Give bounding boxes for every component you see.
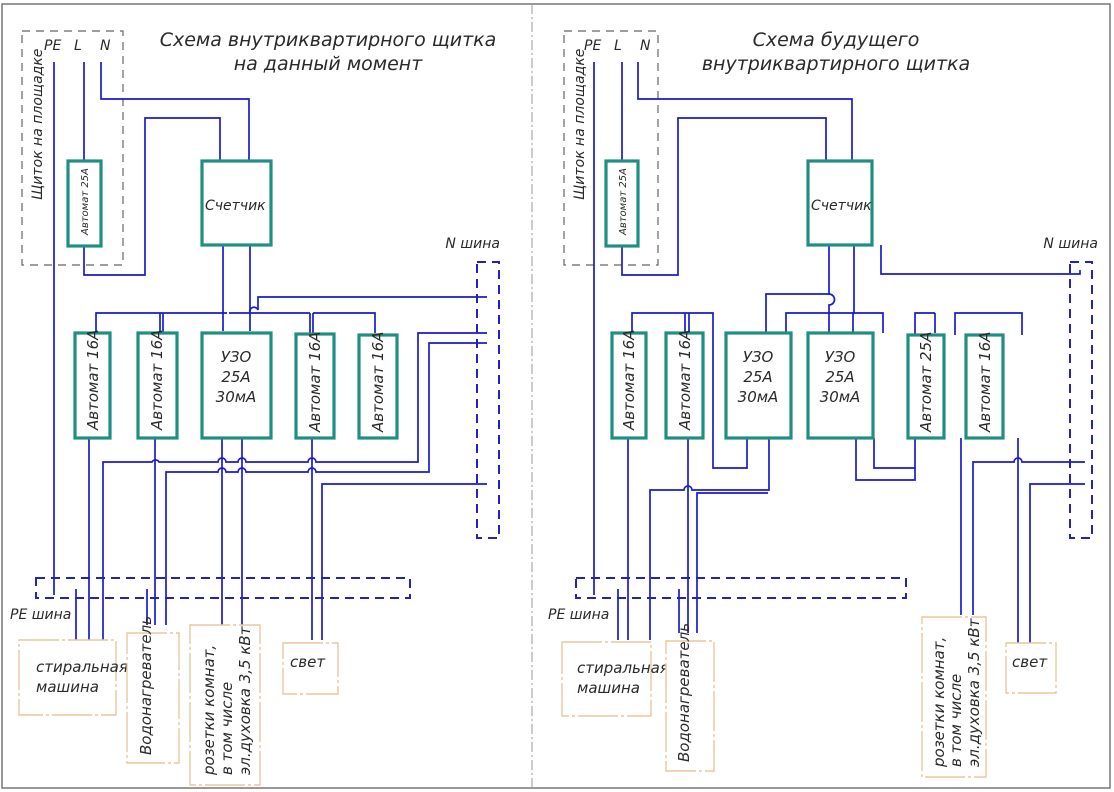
diagram-title-line1: Схема внутриквартирного щитка bbox=[160, 29, 497, 51]
meter-box bbox=[806, 159, 874, 247]
breaker-box bbox=[610, 331, 648, 440]
breaker-label: Автомат 16А bbox=[620, 330, 638, 431]
breaker-label: Автомат 16А bbox=[676, 330, 694, 431]
breaker-box bbox=[294, 332, 336, 440]
breaker-box bbox=[136, 331, 179, 440]
breaker-box bbox=[664, 331, 705, 440]
rcd-label-line: УЗО bbox=[743, 348, 774, 366]
breaker-box bbox=[357, 333, 399, 440]
rcd-label-line: 25А bbox=[221, 368, 250, 386]
terminal-pe-label: PE bbox=[44, 38, 61, 54]
load-box-sockets bbox=[921, 616, 987, 778]
meter-label: Счетчик bbox=[811, 198, 872, 214]
rcd-label-line: 25А bbox=[743, 368, 772, 386]
load-box-water-heater bbox=[126, 632, 180, 764]
diagram-current: Схема внутриквартирного щитка на данный … bbox=[10, 29, 500, 786]
load-label: свет bbox=[290, 653, 326, 671]
load-label: эл.духовка 3,5 кВт bbox=[965, 617, 983, 767]
rcd-box bbox=[806, 331, 875, 440]
n-bus-label: N шина bbox=[445, 236, 500, 252]
main-breaker-label: Автомат 25А bbox=[618, 168, 629, 236]
terminal-n-label: N bbox=[640, 38, 651, 54]
load-box-washing-machine bbox=[18, 639, 117, 716]
breaker-label: Автомат 16А bbox=[976, 332, 994, 433]
n-bus bbox=[1069, 261, 1093, 539]
load-box-lighting bbox=[1005, 642, 1057, 694]
load-label: в том числе bbox=[218, 682, 236, 775]
pe-bus-label: PE шина bbox=[548, 607, 609, 623]
load-label: в том числе bbox=[947, 674, 965, 767]
load-box-sockets bbox=[189, 624, 261, 786]
terminal-pe-label: PE bbox=[584, 38, 601, 54]
load-label: стиральная bbox=[577, 659, 669, 677]
load-label: Водонагреватель bbox=[675, 623, 693, 762]
wires-current bbox=[53, 62, 487, 640]
load-box-washing-machine bbox=[561, 641, 652, 717]
load-box-lighting bbox=[282, 642, 339, 695]
terminal-l-label: L bbox=[614, 38, 622, 54]
landing-panel-box bbox=[21, 30, 124, 266]
breaker-box bbox=[906, 333, 946, 440]
diagram-title-line2: на данный момент bbox=[234, 53, 424, 75]
pe-bus bbox=[35, 577, 411, 599]
load-label: стиральная bbox=[36, 658, 128, 676]
meter-box bbox=[200, 159, 273, 247]
rcd-label-line: УЗО bbox=[825, 348, 856, 366]
diagram-title-line2: внутриквартирного щитка bbox=[702, 53, 970, 75]
sheet-frame bbox=[1, 3, 1111, 789]
diagram-title-line1: Схема будущего bbox=[753, 29, 920, 51]
rcd-label-line: 25А bbox=[825, 368, 854, 386]
n-bus-label: N шина bbox=[1043, 236, 1098, 252]
rcd-box bbox=[724, 331, 793, 440]
breaker-label: Автомат 16А bbox=[306, 332, 324, 433]
main-breaker-box bbox=[604, 159, 640, 248]
rcd-label-line: 30мА bbox=[216, 388, 257, 406]
load-label: розетки комнат, bbox=[930, 637, 948, 768]
meter-label: Счетчик bbox=[205, 198, 266, 214]
pe-bus-label: PE шина bbox=[10, 607, 71, 623]
rcd-label-line: 30мА bbox=[820, 388, 861, 406]
load-label: розетки комнат, bbox=[200, 645, 218, 776]
load-label: машина bbox=[577, 679, 640, 697]
breaker-box bbox=[964, 333, 1005, 440]
landing-panel-label: Щиток на площадке bbox=[30, 49, 46, 200]
n-bus bbox=[476, 261, 500, 539]
diagram-future: Схема будущего внутриквартирного щитка Щ… bbox=[548, 29, 1098, 778]
rcd-box bbox=[200, 331, 273, 440]
main-breaker-box bbox=[66, 159, 103, 248]
landing-panel-label: Щиток на площадке bbox=[572, 49, 588, 200]
load-label: эл.духовка 3,5 кВт bbox=[236, 625, 254, 775]
breaker-label: Автомат 25А bbox=[917, 332, 935, 433]
load-label: машина bbox=[36, 678, 99, 696]
breaker-box bbox=[73, 331, 112, 440]
pe-bus bbox=[575, 577, 907, 599]
breaker-label: Автомат 16А bbox=[148, 330, 166, 431]
breaker-label: Автомат 16А bbox=[369, 332, 387, 433]
rcd-label-line: УЗО bbox=[221, 348, 252, 366]
load-label: Водонагреватель bbox=[137, 616, 155, 755]
wires-future bbox=[593, 62, 1085, 643]
terminal-n-label: N bbox=[100, 38, 111, 54]
breaker-label: Автомат 16А bbox=[84, 330, 102, 431]
landing-panel-box bbox=[563, 30, 659, 266]
rcd-label-line: 30мА bbox=[738, 388, 779, 406]
terminal-l-label: L bbox=[74, 38, 82, 54]
main-breaker-label: Автомат 25А bbox=[80, 168, 91, 236]
load-box-water-heater bbox=[665, 640, 715, 772]
load-label: свет bbox=[1012, 653, 1048, 671]
